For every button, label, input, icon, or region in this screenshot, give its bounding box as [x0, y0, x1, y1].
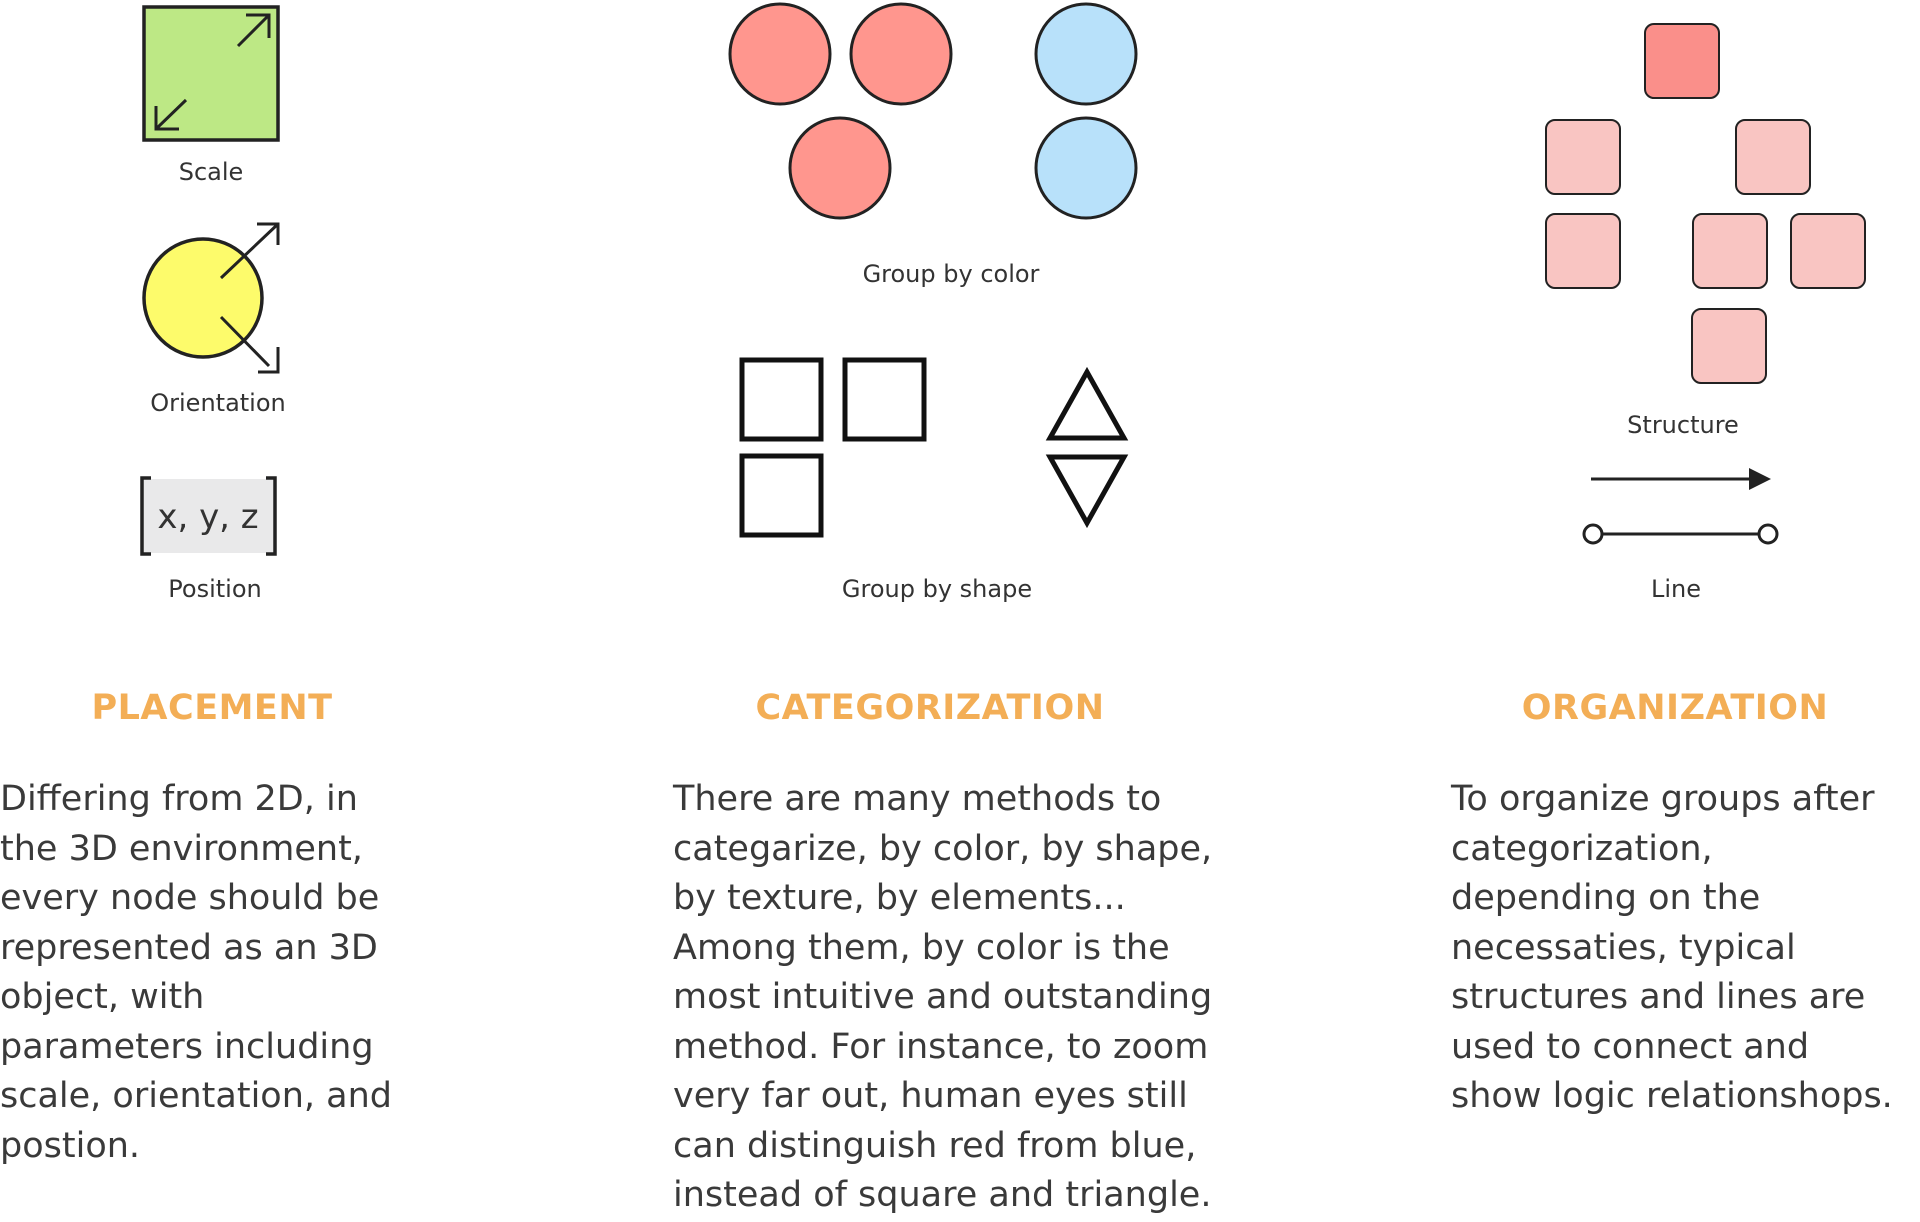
red-circle [728, 2, 832, 106]
structure-node [1691, 308, 1767, 384]
line-label: Line [1651, 575, 1701, 603]
text-line: parameters including [0, 1026, 374, 1067]
text-line: To organize groups after [1451, 779, 1875, 819]
organization-heading: ORGANIZATION [1521, 688, 1829, 728]
text-line: categarize, by color, by shape, [673, 828, 1213, 869]
text-line: instead of square and triangle. [673, 1175, 1212, 1215]
position-box [142, 479, 276, 553]
text-line: used to connect and [1451, 1026, 1810, 1067]
structure-node [1735, 119, 1811, 195]
red-circle [849, 2, 953, 106]
text-line: can distinguish red from blue, [673, 1125, 1197, 1166]
position-illustration: x, y, z Position [140, 476, 277, 603]
structure-node [1790, 213, 1866, 289]
square-shape [739, 357, 824, 442]
structure-node [1545, 119, 1621, 195]
group-by-color-label: Group by color [863, 260, 1040, 288]
text-line: the 3D environment, [0, 828, 363, 869]
text-line: very far out, human eyes still [673, 1076, 1188, 1116]
placement-heading: PLACEMENT [91, 688, 333, 728]
red-circle [788, 116, 892, 220]
organization-description: To organize groups after categorization,… [1451, 775, 1893, 1122]
text-line: categorization, [1451, 828, 1713, 869]
categorization-heading: CATEGORIZATION [755, 688, 1105, 728]
left-bracket [140, 476, 151, 556]
structure-node [1692, 213, 1768, 289]
text-line: scale, orientation, and [0, 1076, 392, 1116]
triangle-up-shape [1045, 366, 1129, 441]
text-line: show logic relationshops. [1451, 1076, 1893, 1116]
text-line: depending on the [1451, 878, 1761, 918]
text-line: There are many methods to [673, 779, 1162, 819]
scale-illustration: Scale [142, 5, 280, 186]
categorization-description: There are many methods to categarize, by… [673, 775, 1212, 1221]
square-shape [842, 357, 927, 442]
text-line: by texture, by elements... [673, 878, 1126, 918]
text-line: Among them, by color is the [673, 927, 1170, 968]
triangle-down-shape [1045, 454, 1129, 529]
text-line: postion. [0, 1125, 141, 1166]
rotation-arrows-icon [219, 222, 280, 374]
structure-illustration: Structure [1545, 23, 1866, 439]
position-label: Position [168, 575, 261, 603]
text-line: every node should be [0, 878, 380, 918]
text-line: necessaties, typical [1451, 927, 1796, 968]
orientation-label: Orientation [150, 389, 286, 417]
square-shape [739, 453, 824, 538]
text-line: represented as an 3D [0, 927, 378, 968]
scale-label: Scale [179, 158, 244, 186]
group-by-color-illustration: Group by color [728, 2, 1138, 288]
scale-arrows-icon [154, 13, 271, 131]
structure-label: Structure [1627, 411, 1739, 439]
text-line: object, with [0, 977, 205, 1017]
structure-node [1545, 213, 1621, 289]
placement-description: Differing from 2D, in the 3D environment… [0, 775, 392, 1171]
text-line: method. For instance, to zoom [673, 1026, 1209, 1067]
connector-line-icon [1582, 523, 1779, 545]
right-bracket [266, 476, 277, 556]
text-line: most intuitive and outstanding [673, 977, 1213, 1017]
blue-circle [1034, 116, 1138, 220]
line-illustration: Line [1582, 468, 1779, 603]
group-by-shape-label: Group by shape [842, 575, 1032, 603]
blue-circle [1034, 2, 1138, 106]
arrow-line-icon [1591, 468, 1771, 490]
text-line: Differing from 2D, in [0, 779, 358, 819]
orientation-illustration: Orientation [142, 222, 286, 417]
structure-top-node [1644, 23, 1720, 99]
group-by-shape-illustration: Group by shape [739, 357, 1129, 603]
text-line: structures and lines are [1451, 977, 1866, 1017]
position-coordinates: x, y, z [157, 497, 258, 537]
